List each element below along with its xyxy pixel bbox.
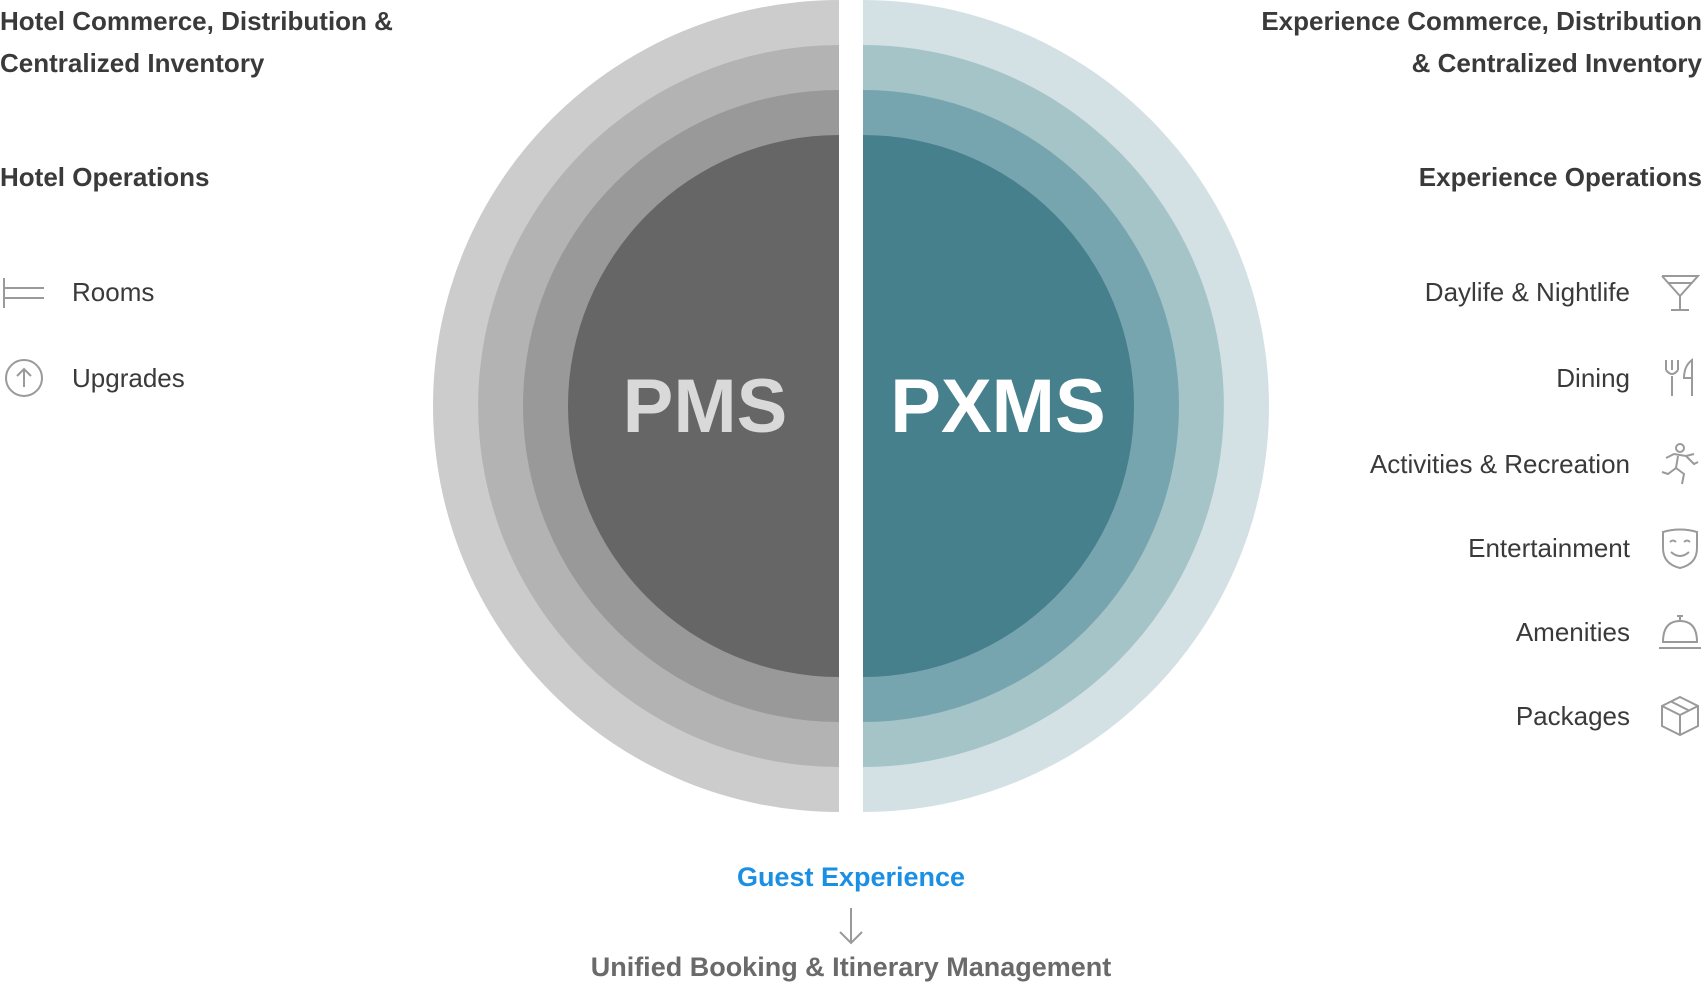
experience-operations-heading: Experience Operations xyxy=(1418,162,1702,192)
list-item-daylife-nightlife: Daylife & Nightlife xyxy=(1282,270,1702,314)
bed-icon xyxy=(0,270,44,314)
list-item-rooms: Rooms xyxy=(0,270,300,314)
theater-mask-icon xyxy=(1658,526,1702,570)
guest-experience-label: Guest Experience xyxy=(736,862,966,892)
package-box-icon xyxy=(1658,694,1702,738)
experience-commerce-heading-line-2: & Centralized Inventory xyxy=(1411,48,1702,78)
hotel-commerce-heading: Hotel Commerce, Distribution & Centraliz… xyxy=(0,0,393,84)
list-item-entertainment: Entertainment xyxy=(1282,526,1702,570)
rooms-label: Rooms xyxy=(72,277,155,307)
list-item-amenities: Amenities xyxy=(1282,610,1702,654)
upgrades-label: Upgrades xyxy=(72,363,185,393)
list-item-dining: Dining xyxy=(1282,356,1702,400)
pxms-rings xyxy=(863,0,1269,812)
packages-label: Packages xyxy=(1515,701,1630,731)
dining-label: Dining xyxy=(1556,363,1630,393)
down-arrow-icon xyxy=(839,908,863,945)
pxms-label: PXMS xyxy=(890,364,1105,449)
pxms-ring-inner xyxy=(863,135,1134,677)
amenities-label: Amenities xyxy=(1515,617,1630,647)
list-item-packages: Packages xyxy=(1282,694,1702,738)
experience-commerce-heading-line-1: Experience Commerce, Distribution xyxy=(1261,6,1702,36)
hotel-commerce-heading-line-1: Hotel Commerce, Distribution & xyxy=(0,6,393,36)
activities-recreation-label: Activities & Recreation xyxy=(1369,449,1630,479)
pms-ring-inner xyxy=(568,135,839,677)
running-person-icon xyxy=(1658,442,1702,486)
service-bell-icon xyxy=(1658,610,1702,654)
experience-commerce-heading: Experience Commerce, Distribution & Cent… xyxy=(1261,0,1702,84)
pms-label: PMS xyxy=(623,364,788,449)
cocktail-glass-icon xyxy=(1658,270,1702,314)
pms-rings xyxy=(433,0,839,812)
list-item-upgrades: Upgrades xyxy=(0,356,300,400)
unified-booking-label: Unified Booking & Itinerary Management xyxy=(590,952,1112,982)
hotel-commerce-heading-line-2: Centralized Inventory xyxy=(0,48,265,78)
arrow-up-circle-icon xyxy=(3,356,47,400)
fork-knife-icon xyxy=(1658,356,1702,400)
daylife-nightlife-label: Daylife & Nightlife xyxy=(1424,277,1630,307)
list-item-activities-recreation: Activities & Recreation xyxy=(1282,442,1702,486)
entertainment-label: Entertainment xyxy=(1468,533,1630,563)
hotel-operations-heading: Hotel Operations xyxy=(0,162,210,192)
